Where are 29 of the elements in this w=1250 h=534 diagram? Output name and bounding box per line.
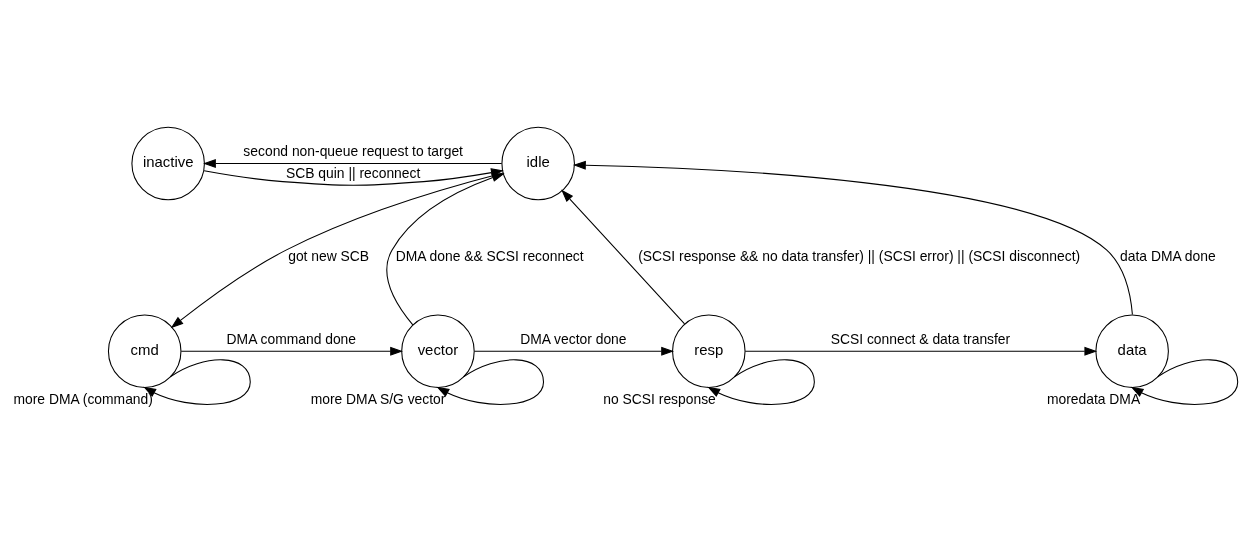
edge-label: DMA vector done — [520, 330, 627, 347]
arrow — [1130, 358, 1239, 405]
arrow — [573, 160, 1133, 315]
edge-label: more DMA (command) — [13, 390, 153, 407]
arrow — [561, 189, 686, 324]
edge-label: got new SCB — [288, 247, 370, 264]
arrow — [180, 346, 403, 356]
arrow — [707, 358, 815, 405]
edge-label: SCSI connect & data transfer — [830, 330, 1011, 347]
edge-label: no SCSI response — [603, 390, 716, 407]
edge-label: second non-queue request to target — [243, 142, 463, 159]
node-circle: data — [1095, 313, 1169, 388]
arrow — [143, 358, 251, 405]
node-circle: vector — [401, 313, 475, 388]
node-circle: inactive — [131, 126, 205, 200]
edge-label: moredata DMA — [1046, 390, 1141, 407]
arrow — [473, 346, 675, 356]
arrow — [170, 172, 504, 328]
node-circle: resp — [672, 313, 746, 388]
edge-label: DMA command done — [226, 330, 357, 347]
arrow — [436, 358, 545, 405]
edge-label: (SCSI response && no data transfer) || (SCSI error) || (SCSI disconnect) — [638, 247, 1081, 264]
arrow — [744, 346, 1098, 356]
edge-label: more DMA S/G vector — [310, 390, 446, 407]
arrow — [386, 172, 505, 325]
edge-label: DMA done && SCSI reconnect — [395, 247, 584, 264]
arrow — [203, 158, 503, 168]
edge-label: SCB quin || reconnect — [286, 164, 421, 181]
edge-label: data DMA done — [1120, 247, 1216, 264]
